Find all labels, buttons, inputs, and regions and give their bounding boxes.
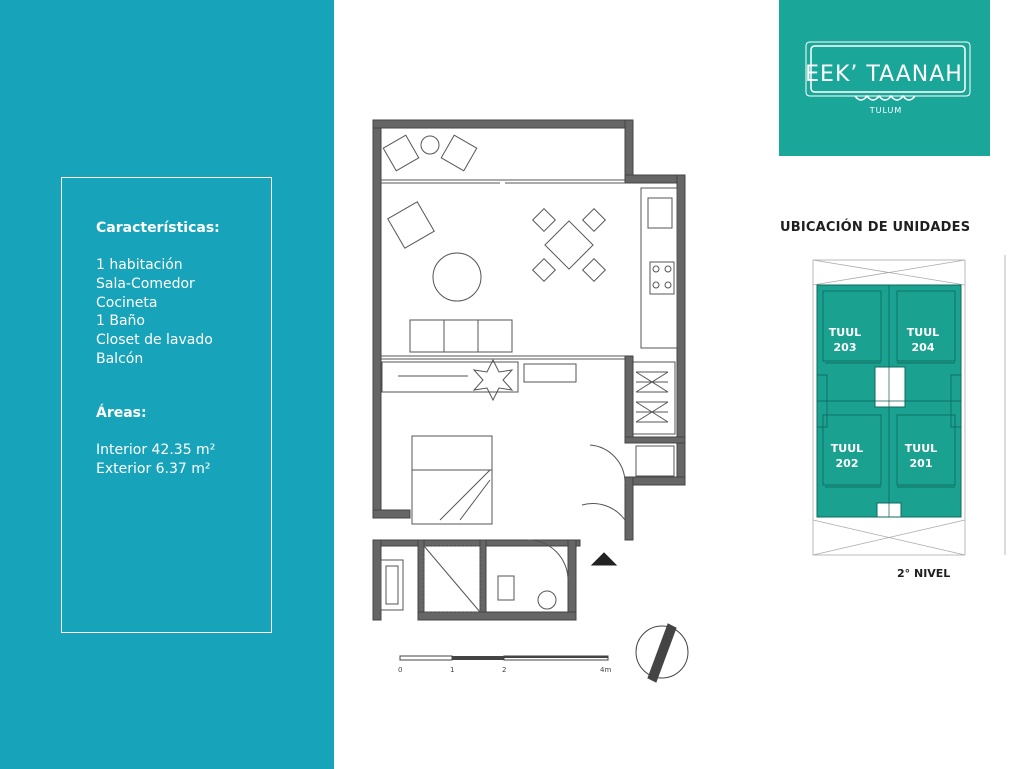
features-list: 1 habitación Sala-Comedor Cocineta 1 Bañ… (96, 256, 213, 369)
feature-item: 1 Baño (96, 313, 145, 330)
outer-wall (372, 119, 634, 129)
unit-number: 204 (912, 341, 935, 354)
entry-arrow (590, 552, 618, 566)
outer-wall (372, 119, 382, 516)
desk (381, 361, 519, 393)
unit-number: 202 (836, 457, 859, 470)
basin (537, 590, 557, 610)
toilet (497, 575, 515, 601)
area-item: Interior 42.35 m² (96, 442, 216, 458)
features-box: Características: 1 habitación Sala-Comed… (61, 177, 272, 633)
coffee-table (432, 252, 482, 302)
feature-item: Cocineta (96, 294, 158, 311)
site-plan: TUUL 203 TUUL 204 TUUL 202 TUUL 201 (812, 255, 1006, 556)
units-block (816, 284, 962, 518)
side-table (420, 135, 440, 155)
features-heading: Características: (96, 220, 220, 236)
outer-wall (624, 476, 634, 541)
stair-core (874, 366, 906, 408)
scale-label: 1 (450, 666, 454, 674)
armchair (387, 201, 435, 249)
info-panel: Características: 1 habitación Sala-Comed… (0, 0, 334, 769)
lounge-chair (382, 134, 420, 172)
bed (411, 435, 493, 525)
unit-name: TUUL (907, 326, 939, 339)
areas-list: Interior 42.35 m² Exterior 6.37 m² (96, 441, 215, 479)
logo-box: EEK’ TAANAH TULUM (779, 0, 990, 156)
brand-name: EEK’ TAANAH (805, 62, 963, 87)
level-label: 2° NIVEL (897, 567, 951, 580)
feature-item: 1 habitación (96, 257, 183, 273)
unit-name: TUUL (829, 326, 861, 339)
kitchen-counter (640, 187, 678, 349)
unit-name: TUUL (905, 442, 937, 455)
outer-wall (624, 174, 686, 184)
feature-item: Sala-Comedor (96, 275, 195, 292)
washer (635, 445, 675, 477)
sink (647, 197, 673, 229)
rug (472, 358, 514, 402)
unit-number: 203 (834, 341, 857, 354)
scale-label: 0 (398, 666, 402, 674)
logo-waves (854, 94, 916, 101)
brand-location: TULUM (869, 106, 903, 115)
outer-wall (372, 509, 411, 519)
outer-wall (624, 119, 634, 176)
dining-table (544, 220, 594, 270)
laundry-unit (380, 559, 404, 611)
closet (628, 361, 676, 435)
brand-logo: EEK’ TAANAH TULUM (805, 41, 971, 115)
feature-item: Balcón (96, 350, 144, 367)
unit-name: TUUL (831, 442, 863, 455)
wall-segment (624, 355, 634, 441)
north-compass-icon (635, 623, 689, 683)
location-title: UBICACIÓN DE UNIDADES (780, 220, 971, 235)
sofa (409, 319, 513, 353)
scale-label: 4m (600, 666, 611, 674)
bench (523, 363, 577, 383)
floor-plan: 0 1 2 4m (372, 119, 689, 683)
outer-wall (624, 476, 686, 486)
stove (649, 261, 675, 295)
scale-bar: 0 1 2 4m (398, 655, 611, 674)
unit-number: 201 (910, 457, 933, 470)
lounge-chair (440, 134, 478, 172)
scale-label: 2 (502, 666, 506, 674)
area-item: Exterior 6.37 m² (96, 460, 211, 477)
areas-heading: Áreas: (96, 405, 147, 421)
feature-item: Closet de lavado (96, 332, 213, 349)
